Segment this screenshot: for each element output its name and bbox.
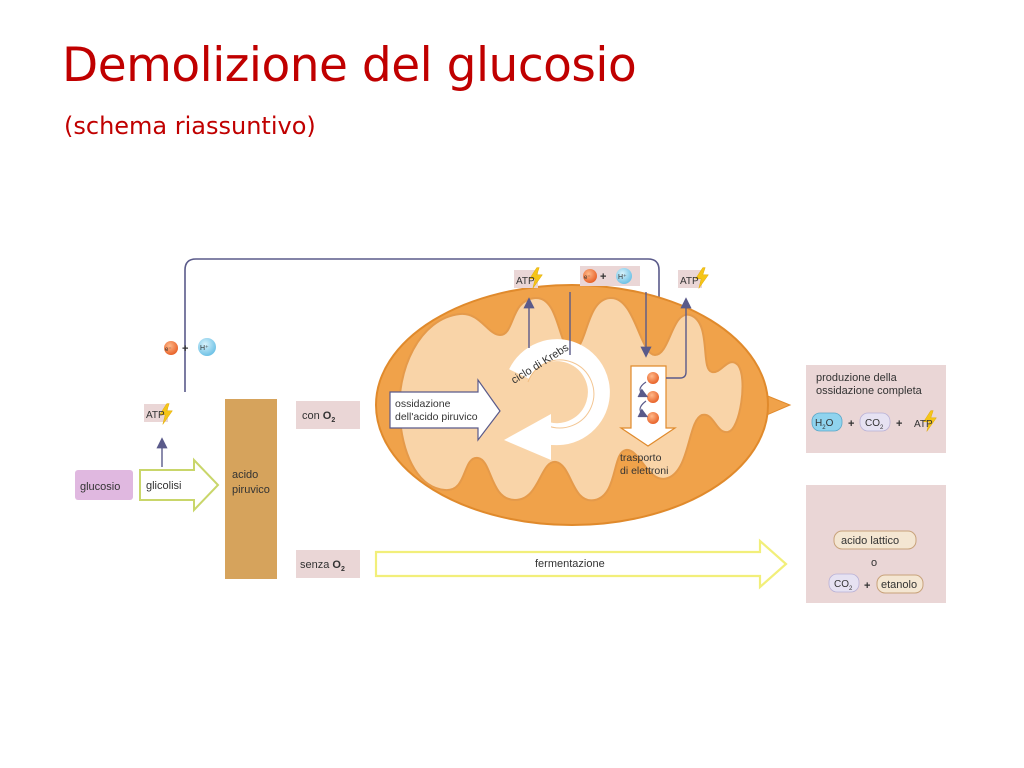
glucosio-label: glucosio xyxy=(80,481,120,493)
fermentazione-label: fermentazione xyxy=(535,558,605,570)
plus-product-1: + xyxy=(848,418,854,430)
pyruvate-oxidation-label-line1: ossidazione xyxy=(395,398,451,410)
fermentazione-arrow xyxy=(374,538,788,590)
atp-krebs-label: ATP xyxy=(516,276,535,287)
senza-o2-box xyxy=(296,550,360,578)
electron-glycolysis-icon xyxy=(164,341,178,355)
complete-oxidation-panel xyxy=(806,365,946,453)
h2o-pill xyxy=(811,412,843,432)
pyruvate-oxidation-arrow xyxy=(389,378,501,442)
electron-glycolysis-label: e⁻ xyxy=(165,347,172,353)
slide-subtitle: (schema riassuntivo) xyxy=(64,112,316,140)
con-o2-label: con O2 xyxy=(302,410,335,424)
co2-fermentation-label: CO2 xyxy=(834,579,853,592)
glicolisi-label: glicolisi xyxy=(146,480,181,492)
atp-transport-label: ATP xyxy=(680,276,699,287)
electron-transport-label-line2: di elettroni xyxy=(620,465,668,477)
transport-atp-arrow xyxy=(666,297,692,379)
co2-pill-fermentation xyxy=(828,573,860,593)
plus-product-2: + xyxy=(896,418,902,430)
atp-glycolysis-badge xyxy=(144,404,168,422)
acido-piruvico-line2: piruvico xyxy=(232,484,270,496)
co2-complete-label: CO2 xyxy=(865,418,884,431)
proton-top-label: H⁺ xyxy=(618,274,627,281)
pyruvate-oxidation-label-line2: dell'acido piruvico xyxy=(395,411,478,423)
atp-krebs-badge xyxy=(514,270,538,288)
electron-top-icon xyxy=(583,269,597,283)
krebs-cycle-arrow xyxy=(504,339,610,460)
etanolo-pill xyxy=(876,574,924,594)
complete-oxidation-title-line2: ossidazione completa xyxy=(816,385,923,397)
acido-lattico-label: acido lattico xyxy=(841,535,899,547)
glucosio-box xyxy=(75,470,133,500)
con-o2-box xyxy=(296,401,360,429)
nadh-transfer-line xyxy=(184,258,666,392)
plus-top: + xyxy=(600,271,606,283)
proton-glycolysis-label: H⁺ xyxy=(200,345,209,352)
electron-top-label: e⁻ xyxy=(584,275,591,281)
atp-glycolysis-label: ATP xyxy=(146,410,165,421)
acido-piruvico-line1: acido xyxy=(232,469,258,481)
electron-transport-chain xyxy=(619,365,677,447)
electron-transport-label-line1: trasporto xyxy=(620,452,662,464)
senza-o2-label: senza O2 xyxy=(300,559,345,573)
etanolo-label: etanolo xyxy=(881,579,917,591)
co2-pill-complete xyxy=(859,412,891,432)
proton-top-icon xyxy=(616,268,632,284)
or-separator: o xyxy=(871,557,877,569)
proton-glycolysis-icon xyxy=(198,338,216,356)
complete-oxidation-title-line1: produzione della xyxy=(816,372,898,384)
acido-piruvico-box xyxy=(225,399,277,579)
h2o-label: H2O xyxy=(815,418,834,431)
slide-title: Demolizione del glucosio xyxy=(62,38,637,93)
atp-transport-badge xyxy=(678,270,702,288)
mitochondrial-matrix xyxy=(398,296,744,502)
glicolisi-arrow xyxy=(139,457,220,513)
plus-fermentation: + xyxy=(864,580,870,592)
acido-lattico-pill xyxy=(833,530,917,550)
plus-glycolysis: + xyxy=(182,343,188,355)
atp-product-label: ATP xyxy=(914,419,933,430)
mitochondrion xyxy=(375,284,792,526)
